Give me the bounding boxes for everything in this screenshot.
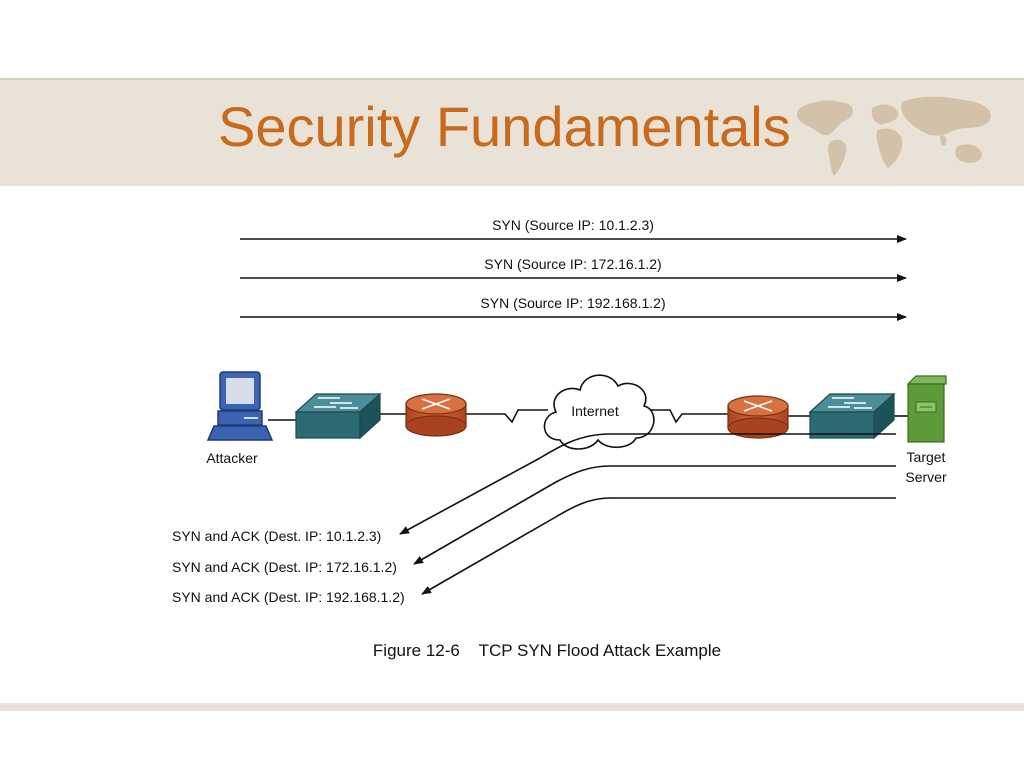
router-icon xyxy=(727,395,789,439)
footer-rule xyxy=(0,703,1024,711)
syn-arrow-3: SYN (Source IP: 192.168.1.2) xyxy=(240,295,907,321)
synack-arrow-2 xyxy=(413,465,896,565)
syn-arrow-2: SYN (Source IP: 172.16.1.2) xyxy=(240,256,907,282)
target-label-line2: Server xyxy=(905,469,947,485)
slide-title: Security Fundamentals xyxy=(218,95,791,158)
syn-label-1: SYN (Source IP: 10.1.2.3) xyxy=(492,217,654,233)
header-band xyxy=(0,78,1024,186)
target-label-line1: Target xyxy=(907,449,946,465)
pc-icon xyxy=(206,371,274,441)
network-links xyxy=(268,409,908,424)
switch-icon xyxy=(808,392,896,440)
figure-number: Figure 12-6 xyxy=(372,641,460,660)
figure-caption: Figure 12-6 TCP SYN Flood Attack Example xyxy=(0,641,1024,661)
figure-title: TCP SYN Flood Attack Example xyxy=(478,641,722,660)
attacker-label: Attacker xyxy=(206,450,258,466)
syn-label-2: SYN (Source IP: 172.16.1.2) xyxy=(484,256,661,272)
server-icon xyxy=(906,375,947,443)
syn-label-3: SYN (Source IP: 192.168.1.2) xyxy=(480,295,665,311)
synack-label-2: SYN and ACK (Dest. IP: 172.16.1.2) xyxy=(172,559,397,575)
syn-arrow-1: SYN (Source IP: 10.1.2.3) xyxy=(240,217,907,243)
cloud-icon xyxy=(543,374,655,450)
router-icon xyxy=(405,393,467,437)
synack-label-3: SYN and ACK (Dest. IP: 192.168.1.2) xyxy=(172,589,405,605)
synack-arrow-3 xyxy=(421,497,896,595)
synack-label-1: SYN and ACK (Dest. IP: 10.1.2.3) xyxy=(172,528,381,544)
synack-arrow-1 xyxy=(399,433,896,535)
world-map-icon xyxy=(797,96,991,176)
switch-icon xyxy=(294,392,382,440)
internet-label: Internet xyxy=(571,403,619,419)
